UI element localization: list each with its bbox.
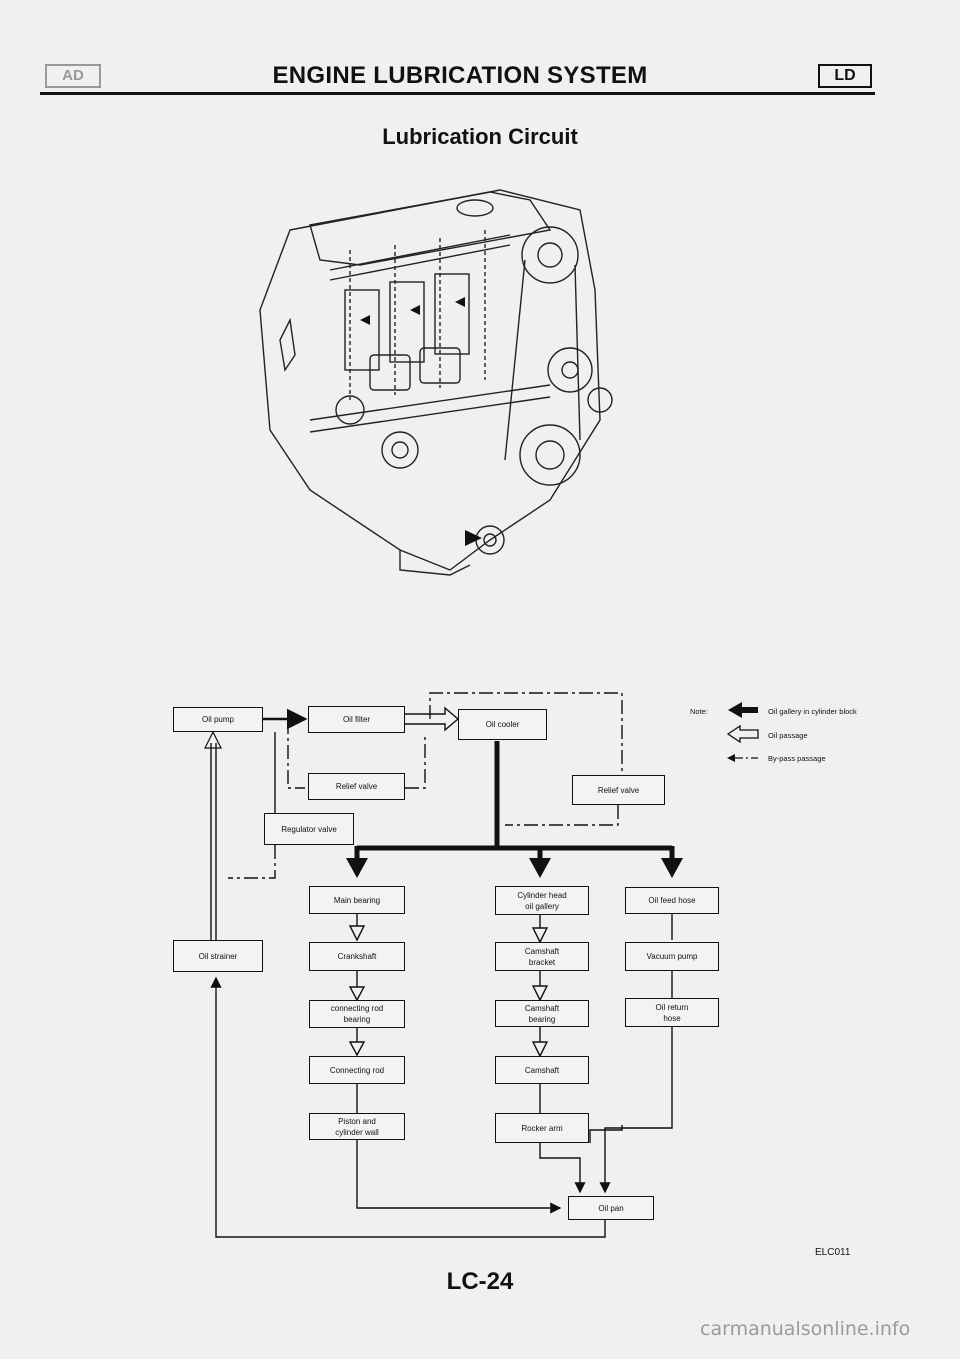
relief-valve-cooler-box: Relief valve (572, 775, 665, 805)
legend: Note: Oil gallery in cylinder block Oil … (690, 700, 890, 770)
bypass-arrow-icon (727, 754, 735, 762)
rocker-arm-box: Rocker arm (495, 1113, 589, 1143)
section-tag-left: AD (45, 64, 101, 88)
page-number: LC-24 (446, 1268, 514, 1295)
cylinder-head-gallery-box: Cylinder head oil gallery (495, 886, 589, 915)
oil-pan-box: Oil pan (568, 1196, 654, 1220)
gallery-arrow-icon (728, 702, 758, 718)
header-rule (40, 92, 875, 95)
oil-feed-hose-box: Oil feed hose (625, 887, 719, 914)
camshaft-bearing-box: Camshaft bearing (495, 1000, 589, 1027)
oil-return-hose-box: Oil return hose (625, 998, 719, 1027)
engine-cutaway-illustration (259, 189, 613, 576)
main-bearing-box: Main bearing (309, 886, 405, 914)
page-header-title: ENGINE LUBRICATION SYSTEM (272, 62, 648, 89)
oil-cooler-box: Oil cooler (458, 709, 547, 740)
oil-strainer-box: Oil strainer (173, 940, 263, 972)
watermark: carmanualsonline.info (700, 1318, 911, 1340)
legend-passage: Oil passage (768, 731, 808, 740)
relief-valve-filter-box: Relief valve (308, 773, 405, 800)
camshaft-box: Camshaft (495, 1056, 589, 1084)
oil-filter-box: Oil filter (308, 706, 405, 733)
regulator-valve-box: Regulator valve (264, 813, 354, 845)
oil-pump-box: Oil pump (173, 707, 263, 732)
vacuum-pump-box: Vacuum pump (625, 942, 719, 971)
section-tag-right: LD (818, 64, 872, 88)
connecting-rod-bearing-box: connecting rod bearing (309, 1000, 405, 1028)
section-title: Lubrication Circuit (382, 124, 578, 149)
legend-bypass: By-pass passage (768, 754, 826, 763)
legend-symbols (726, 702, 759, 762)
legend-note: Note: (690, 707, 708, 716)
connecting-rod-box: Connecting rod (309, 1056, 405, 1084)
legend-gallery: Oil gallery in cylinder block (768, 707, 857, 716)
figure-code: ELC011 (815, 1247, 851, 1258)
passage-arrow-icon (726, 724, 759, 744)
camshaft-bracket-box: Camshaft bracket (495, 942, 589, 971)
piston-cylinder-wall-box: Piston and cylinder wall (309, 1113, 405, 1140)
crankshaft-box: Crankshaft (309, 942, 405, 971)
